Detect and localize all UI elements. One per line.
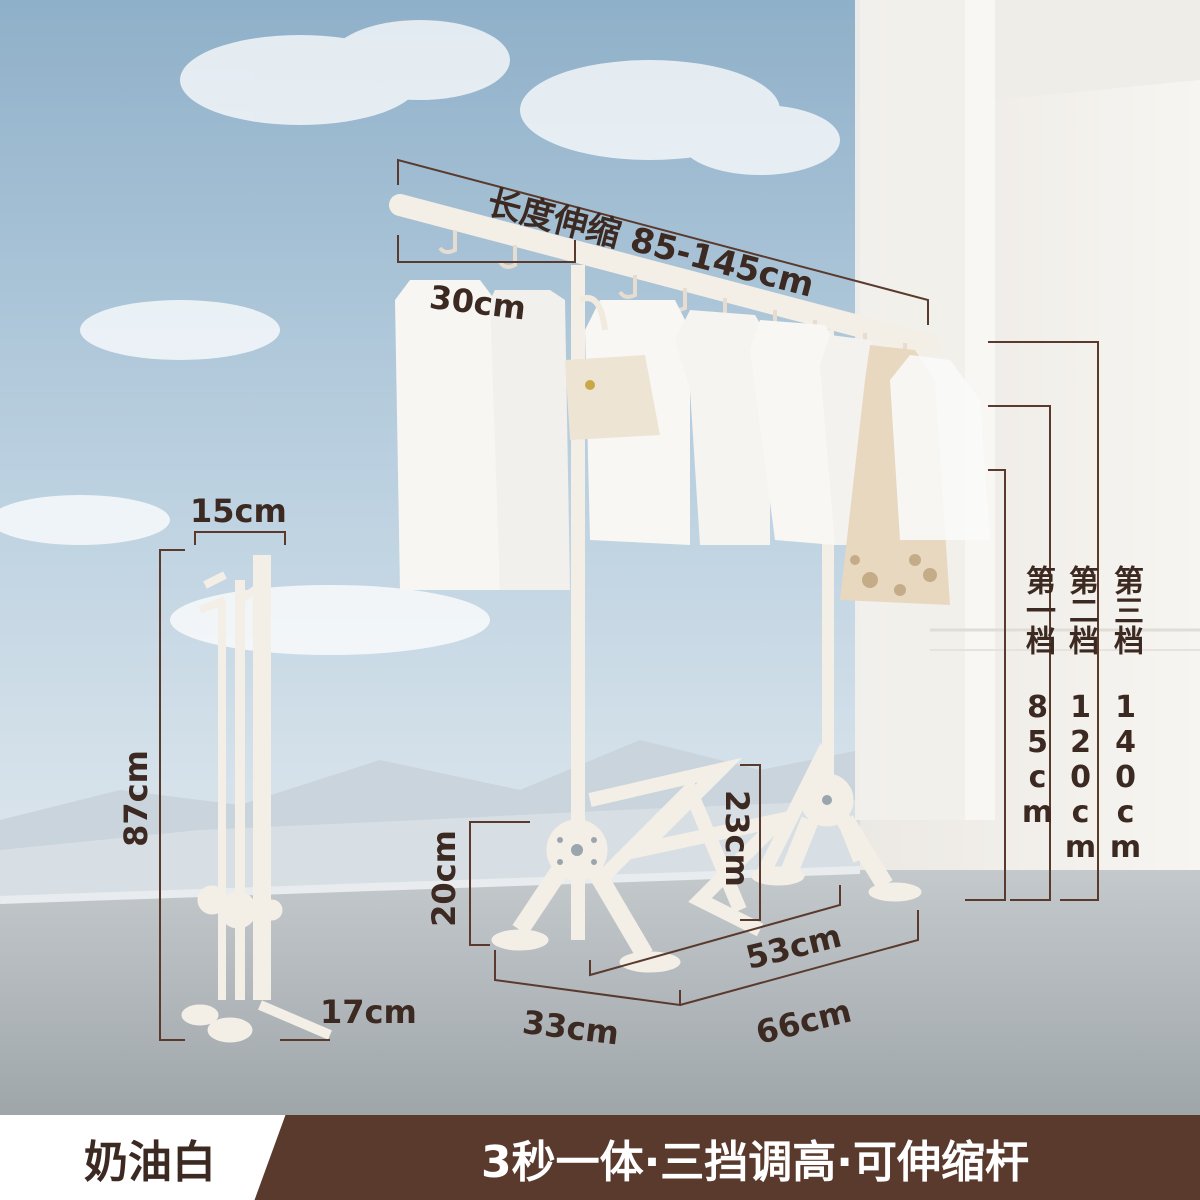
level-1-label: 第一档 85cm (1020, 565, 1055, 830)
level-2-label: 第二档 120cm (1063, 565, 1098, 865)
feature-banner (300, 1115, 1200, 1200)
folded-foot-label: 17cm (320, 993, 417, 1031)
base-height-label: 20cm (425, 830, 463, 927)
clouds (0, 20, 840, 655)
floor (0, 870, 1200, 1115)
scissor-height-label: 23cm (718, 790, 756, 887)
feature-text: 3秒一体·三挡调高·可伸缩杆 (480, 1136, 1030, 1188)
folded-width-label: 15cm (190, 492, 287, 530)
color-name-label: 奶油白 (84, 1136, 216, 1188)
handbag (565, 295, 660, 440)
dimension-lines (159, 158, 1099, 1041)
top-bar (389, 194, 941, 356)
folded-rack (181, 555, 332, 1043)
folded-height-label: 87cm (117, 750, 155, 847)
hub-details (557, 795, 832, 865)
level-3-label: 第三档 140cm (1108, 565, 1143, 865)
